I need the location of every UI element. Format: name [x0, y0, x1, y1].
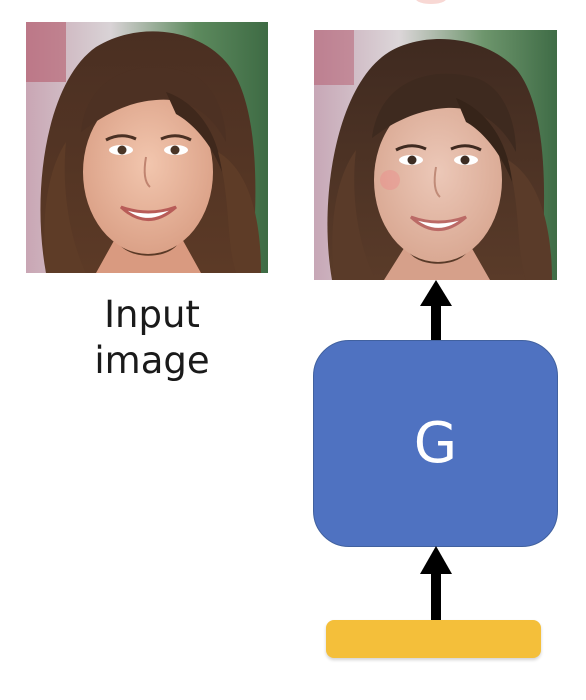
caption-line-2: image — [94, 339, 210, 382]
input-face-photo — [26, 22, 268, 273]
generator-label: G — [413, 411, 458, 476]
generator-box: G — [313, 340, 558, 547]
caption-line-1: Input — [104, 293, 200, 336]
partial-red-mark — [416, 0, 446, 4]
input-image-caption: Input image — [60, 292, 244, 384]
arrow-up-to-output — [420, 280, 452, 342]
latent-code-bar — [326, 620, 541, 658]
generated-face-illustration — [314, 30, 557, 280]
generated-face-photo — [314, 30, 557, 280]
arrow-up-to-generator — [420, 546, 452, 620]
input-face-illustration — [26, 22, 268, 273]
